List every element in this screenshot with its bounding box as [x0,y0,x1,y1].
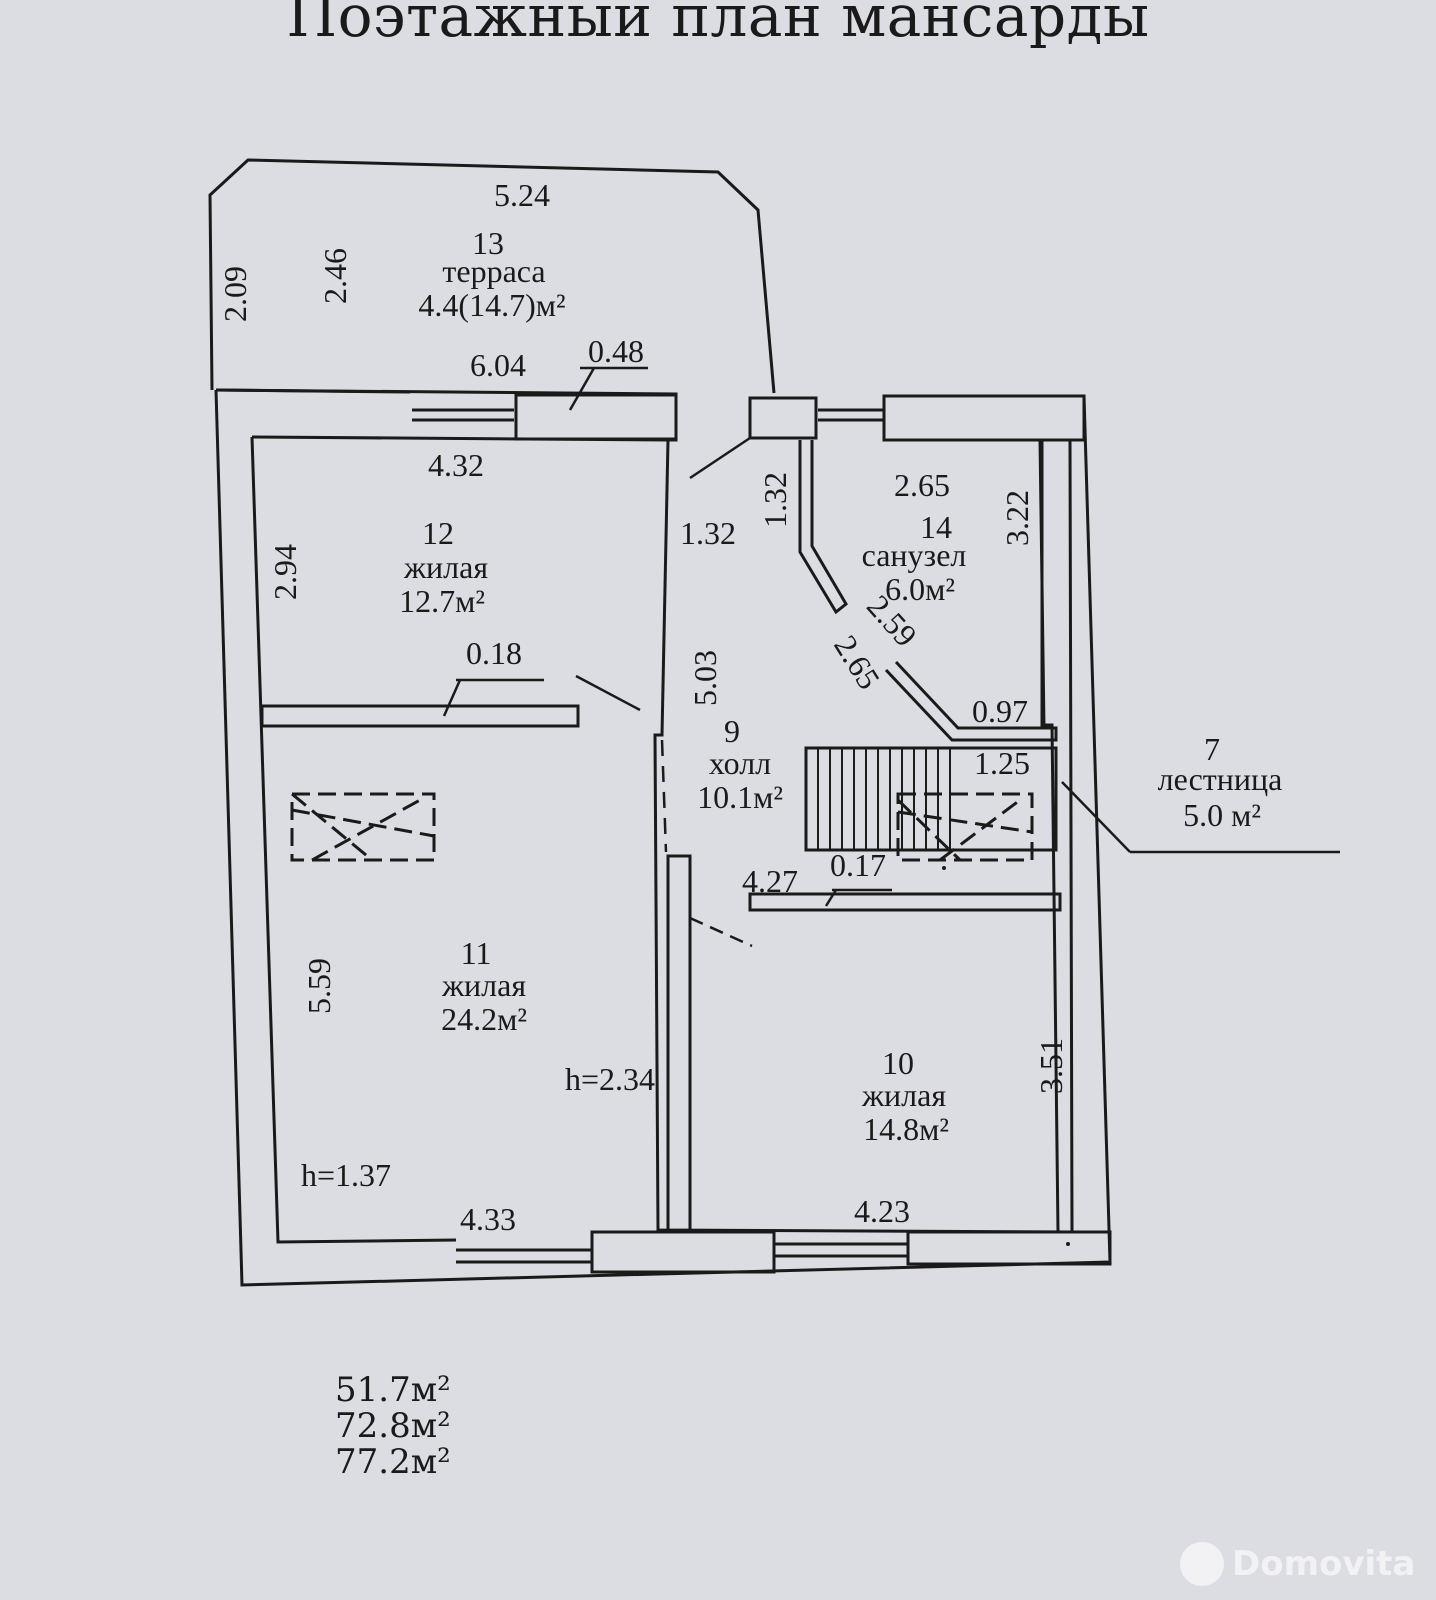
room9-number: 9 [724,713,740,749]
stair-treads [817,748,951,850]
dim-terrace-depth: 2.46 [317,248,353,304]
dim-bathroom-bottom: 0.97 [972,693,1028,729]
domovita-logo-icon [1180,1542,1224,1586]
room11-name: жилая [441,967,526,1003]
skylight-stairs [896,792,1034,862]
wall-block-top-left [514,393,678,441]
total-living-area: 51.7м² [335,1370,451,1410]
dim-room10-width: 4.23 [854,1193,910,1229]
door-room12 [575,674,641,712]
wall-block-bottom-right [906,1230,1112,1266]
dim-partition-12: 0.18 [466,635,522,671]
bathroom-right-wall [1038,439,1046,729]
room14-number: 14 [920,509,952,545]
room13-area: 4.4(14.7)м² [418,287,565,323]
room13-number: 13 [472,225,504,261]
watermark-text: Domovita [1232,1544,1416,1584]
total-area-with-terrace: 77.2м² [335,1442,451,1482]
room7-name: лестница [1158,761,1283,797]
plan-title: Поэтажный план мансарды [286,0,1150,50]
total-area: 72.8м² [335,1406,451,1446]
leader-stairs [1061,781,1131,853]
partition-11-10 [666,854,692,1234]
room14-name: санузел [862,537,967,573]
room9-name: холл [709,745,771,781]
dim-bathroom-door: 1.32 [757,472,793,528]
watermark: Domovita [1180,1542,1415,1586]
room12-area: 12.7м² [399,583,485,619]
leader-017 [824,889,838,907]
height-hall: h=2.34 [565,1061,655,1097]
dim-hall-door: 1.32 [680,515,736,551]
dim-room11-depth: 5.59 [301,958,337,1014]
leader-048 [568,367,596,411]
dim-room11-width: 4.33 [460,1201,516,1237]
hall-opening [660,739,668,853]
stair-block [804,746,1058,852]
bathroom-wall [798,440,848,615]
room11-area: 24.2м² [441,1001,527,1037]
dim-room10-width-top: 4.27 [742,863,798,899]
outer-wall-outline [214,389,1112,1287]
outer-wall-left-top [215,388,411,394]
inner-wall-room12 [251,435,669,442]
dim-partition-10: 0.17 [830,847,886,883]
room9-area: 10.1м² [697,779,783,815]
partition-hall-10 [748,892,1062,912]
dim-room12-depth: 2.94 [267,544,303,600]
room11-number: 11 [461,935,492,971]
room10-name: жилая [861,1077,946,1113]
wall-block-top-mid [748,396,818,440]
dim-terrace-left: 2.09 [217,266,253,322]
door-room10 [689,916,753,948]
door-bathroom [689,436,751,480]
height-room11: h=1.37 [301,1157,391,1193]
leader-018 [442,679,462,717]
wall-block-top-right [882,394,1086,442]
dim-room10-depth: 3.51 [1033,1038,1069,1094]
dim-terrace-width: 5.24 [494,177,550,213]
room12-number: 12 [422,515,454,551]
dim-stair-width: 1.25 [974,745,1030,781]
wall-block-bottom-mid [590,1230,776,1274]
terrace-outline [208,158,776,394]
room12-name: жилая [403,549,488,585]
dim-bathroom-width: 2.65 [894,467,950,503]
dim-hall-depth: 5.03 [687,650,723,706]
room7-number: 7 [1204,731,1220,767]
dim-bathroom-depth: 3.22 [999,490,1035,546]
dim-wall-thickness-top: 0.48 [588,333,644,369]
room14-area: 6.0м² [885,571,955,607]
room7-area: 5.0 м² [1183,797,1261,833]
room10-number: 10 [882,1045,914,1081]
room13-name: терраса [442,253,545,289]
partition-12-11 [260,704,580,728]
area-totals: 51.7м² 72.8м² 77.2м² [335,1372,451,1480]
dim-room12-width: 4.32 [428,447,484,483]
room10-area: 14.8м² [863,1111,949,1147]
dim-hall-diagonal: 2.65 [827,629,887,696]
dim-wall-length: 6.04 [470,347,526,383]
